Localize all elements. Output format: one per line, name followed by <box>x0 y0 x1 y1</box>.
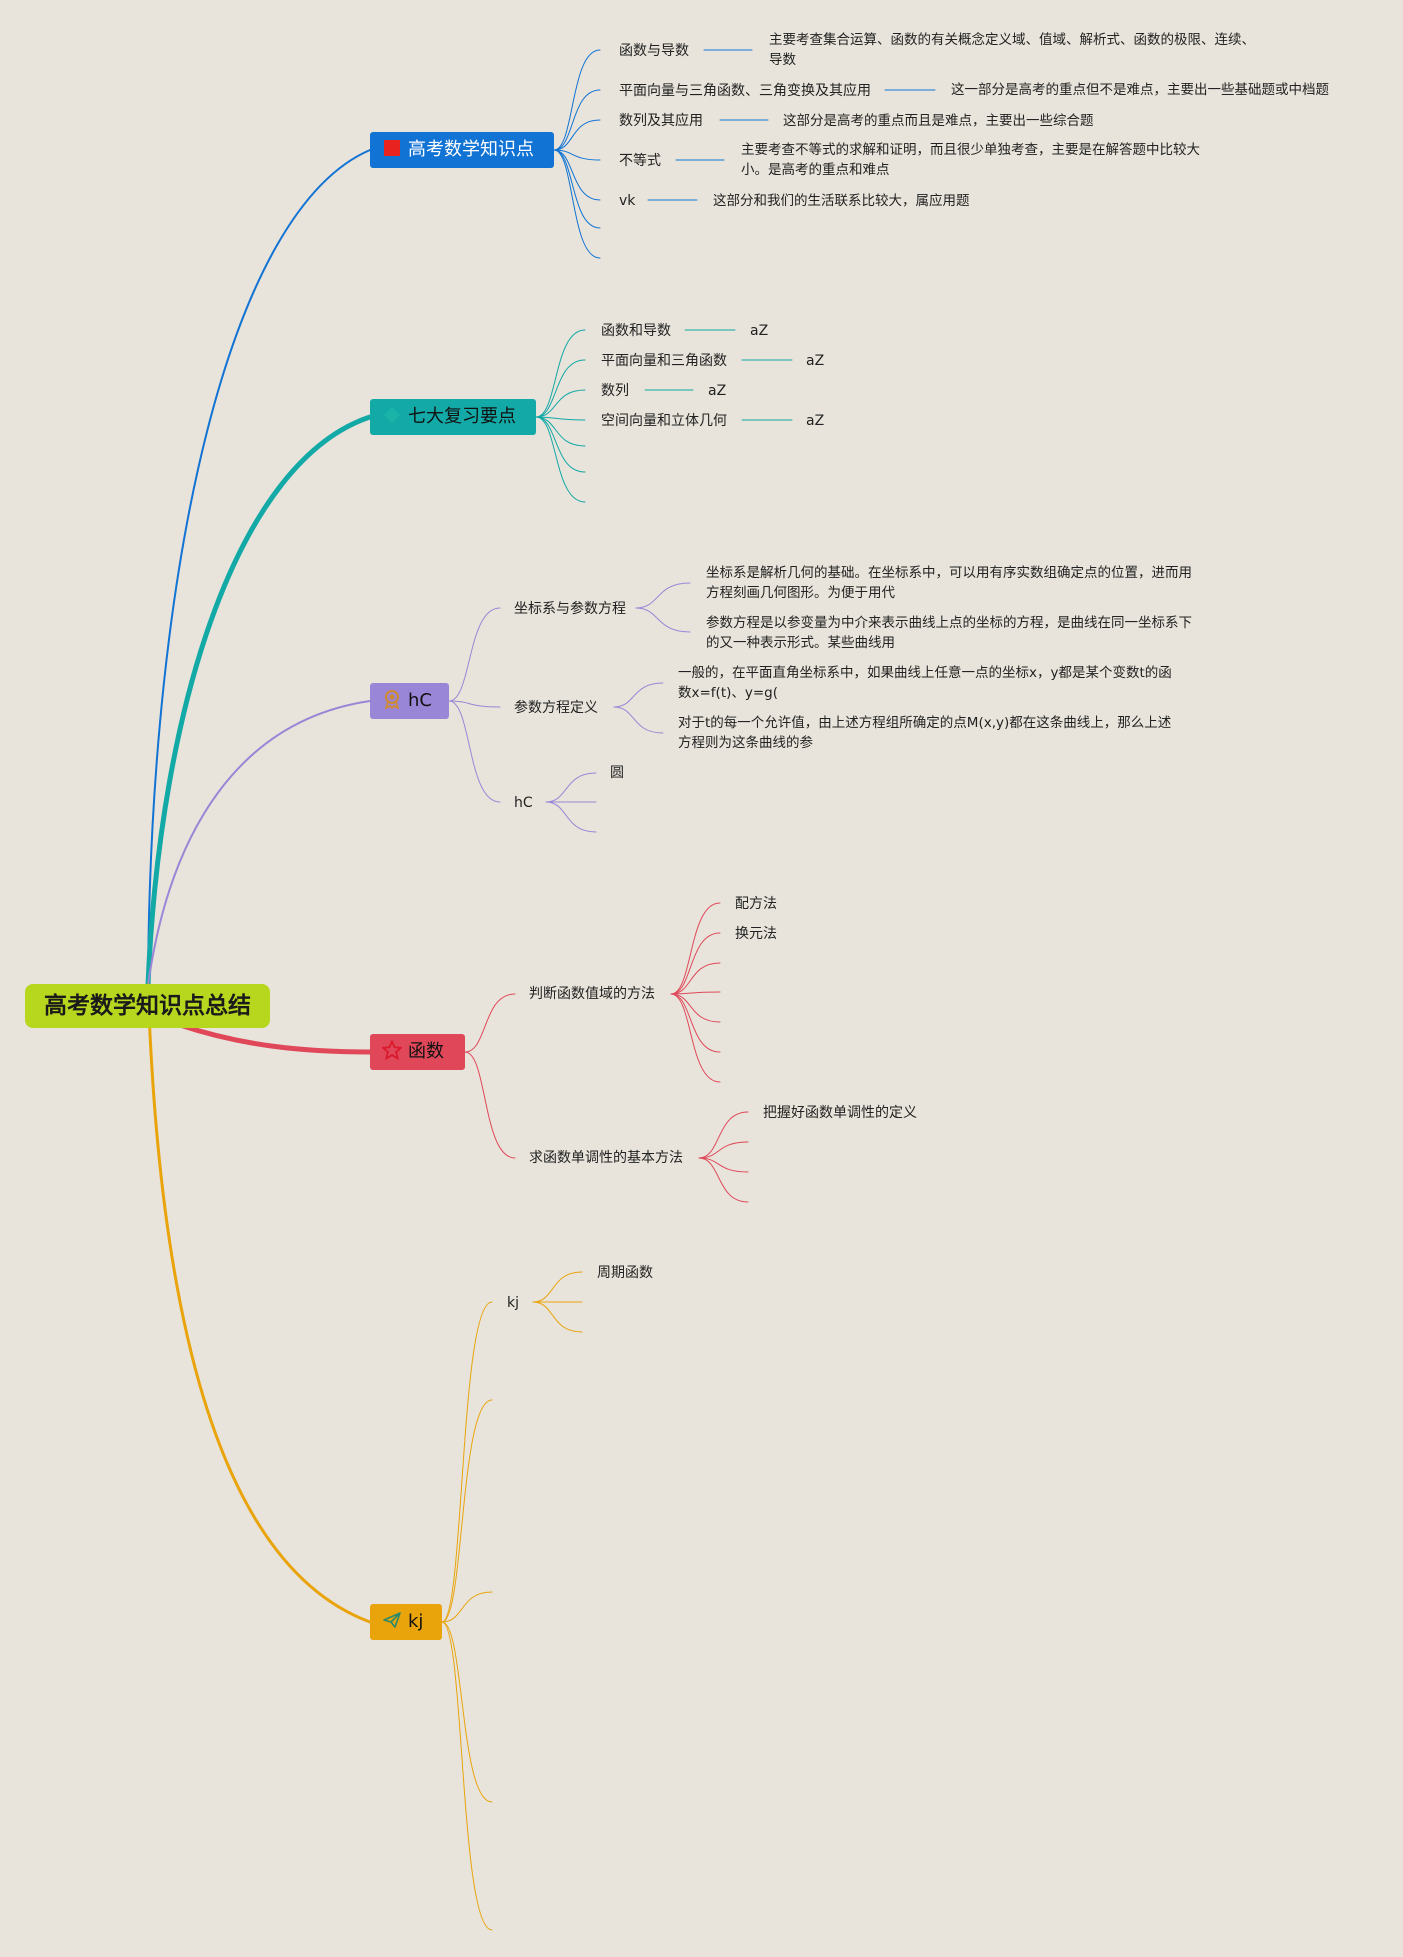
subtopic-label[interactable]: hC <box>514 795 533 811</box>
subtopic-label[interactable]: 空间向量和立体几何 <box>601 413 727 429</box>
medal-icon <box>384 690 400 709</box>
connector-line <box>448 700 501 708</box>
connector-line <box>553 149 601 229</box>
connector-line <box>146 983 372 1624</box>
branch-topic-5[interactable]: kj <box>370 1604 442 1640</box>
connector-line <box>441 1399 493 1623</box>
branch-topic-2[interactable]: 七大复习要点 <box>370 399 536 435</box>
subtopic-label[interactable]: 判断函数值域的方法 <box>529 986 655 1002</box>
connector-line <box>698 1157 749 1173</box>
subtopic-label[interactable]: 参数方程定义 <box>514 700 598 716</box>
subtopic-label[interactable]: 数列 <box>601 383 629 399</box>
subtopic-note[interactable]: aZ <box>806 353 825 369</box>
star-icon <box>382 1040 402 1060</box>
subtopic-label[interactable]: 平面向量与三角函数、三角变换及其应用 <box>619 83 871 99</box>
connector-line <box>670 932 721 995</box>
connector-line <box>553 149 601 259</box>
connector-line <box>441 1621 493 1931</box>
connector-line <box>553 49 601 151</box>
subtopic-note[interactable]: aZ <box>708 383 727 399</box>
connector-line <box>532 1301 583 1333</box>
subtopic-note[interactable]: 圆 <box>610 765 624 781</box>
subtopic-label[interactable]: kj <box>507 1295 519 1311</box>
paper-plane-icon <box>383 1612 401 1628</box>
connector-line <box>441 1301 493 1623</box>
subtopic-label[interactable]: vk <box>619 193 636 209</box>
connector-line <box>441 1621 493 1803</box>
connector-line <box>553 149 601 201</box>
connector-line <box>670 962 721 995</box>
teal-diamond-icon <box>384 407 400 423</box>
root-topic[interactable]: 高考数学知识点总结 <box>25 984 270 1028</box>
connector-line <box>635 607 691 633</box>
connector-line <box>698 1141 749 1159</box>
red-square-icon <box>384 140 400 156</box>
connector-line <box>670 993 721 1023</box>
subtopic-label[interactable]: 函数和导数 <box>601 323 671 339</box>
connector-line <box>545 772 597 803</box>
connector-line <box>545 801 597 833</box>
subtopic-label[interactable]: 数列及其应用 <box>619 113 703 129</box>
branch-label: 七大复习要点 <box>408 406 516 427</box>
subtopic-note[interactable]: 这一部分是高考的重点但不是难点，主要出一些基础题或中档题 <box>951 82 1329 98</box>
branch-label: hC <box>408 690 432 711</box>
connector-line <box>535 329 586 418</box>
branch-label: kj <box>408 1611 424 1632</box>
subtopic-label[interactable]: 坐标系与参数方程 <box>514 601 626 617</box>
subtopic-note[interactable]: 主要考查不等式的求解和证明，而且很少单独考查，主要是在解答题中比较大小。是高考的… <box>741 142 1200 178</box>
subtopic-note[interactable]: 这部分和我们的生活联系比较大，属应用题 <box>713 193 970 209</box>
subtopic-note[interactable]: aZ <box>806 413 825 429</box>
connector-line <box>670 902 721 995</box>
connector-line <box>535 416 586 503</box>
connector-line <box>177 1022 373 1055</box>
connector-line <box>448 700 501 803</box>
connector-line <box>698 1111 749 1159</box>
connector-line <box>441 1591 493 1623</box>
connector-line <box>635 582 691 609</box>
connector-line <box>535 416 586 473</box>
connector-line <box>553 149 601 161</box>
subtopic-label[interactable]: 函数与导数 <box>619 43 689 59</box>
connector-line <box>535 359 586 418</box>
connector-line <box>464 993 516 1053</box>
connector-line <box>553 89 601 151</box>
branch-topic-1[interactable]: 高考数学知识点 <box>370 132 554 168</box>
subtopic-note[interactable]: 配方法 <box>735 896 777 912</box>
connector-line <box>147 149 371 986</box>
connector-line <box>670 993 721 1053</box>
subtopic-label[interactable]: 求函数单调性的基本方法 <box>529 1150 683 1166</box>
subtopic-note[interactable]: 对于t的每一个允许值，由上述方程组所确定的点M(x,y)都在这条曲线上，那么上述… <box>678 715 1172 751</box>
connector-line <box>448 607 501 702</box>
branch-label: 函数 <box>408 1041 444 1062</box>
branch-topic-4[interactable]: 函数 <box>370 1034 465 1070</box>
connector-line <box>670 993 721 1083</box>
connector-line <box>613 682 664 708</box>
subtopic-note[interactable]: 把握好函数单调性的定义 <box>763 1105 917 1121</box>
subtopic-note[interactable]: 坐标系是解析几何的基础。在坐标系中，可以用有序实数组确定点的位置，进而用方程刻画… <box>706 565 1192 601</box>
connector-line <box>553 119 601 151</box>
subtopic-note[interactable]: 换元法 <box>735 926 777 942</box>
connector-line <box>145 414 373 988</box>
connector-line <box>613 706 664 734</box>
subtopic-note[interactable]: aZ <box>750 323 769 339</box>
connector-line <box>464 1051 516 1159</box>
subtopic-label[interactable]: 不等式 <box>619 153 661 169</box>
connector-line <box>532 1271 583 1303</box>
connector-line <box>535 416 586 447</box>
connector-line <box>698 1157 749 1203</box>
connector-line <box>670 991 721 995</box>
connector-line <box>147 700 371 986</box>
connector-line <box>535 389 586 418</box>
subtopic-note[interactable]: 一般的，在平面直角坐标系中，如果曲线上任意一点的坐标x，y都是某个变数t的函数x… <box>678 665 1172 701</box>
subtopic-label[interactable]: 平面向量和三角函数 <box>601 353 727 369</box>
subtopic-note[interactable]: 周期函数 <box>597 1265 653 1281</box>
branch-topic-3[interactable]: hC <box>370 683 449 719</box>
subtopic-note[interactable]: 这部分是高考的重点而且是难点，主要出一些综合题 <box>783 113 1094 129</box>
subtopic-note[interactable]: 参数方程是以参变量为中介来表示曲线上点的坐标的方程，是曲线在同一坐标系下的又一种… <box>706 615 1192 651</box>
subtopic-note[interactable]: 主要考查集合运算、函数的有关概念定义域、值域、解析式、函数的极限、连续、导数 <box>769 32 1255 68</box>
branch-label: 高考数学知识点 <box>408 139 534 160</box>
